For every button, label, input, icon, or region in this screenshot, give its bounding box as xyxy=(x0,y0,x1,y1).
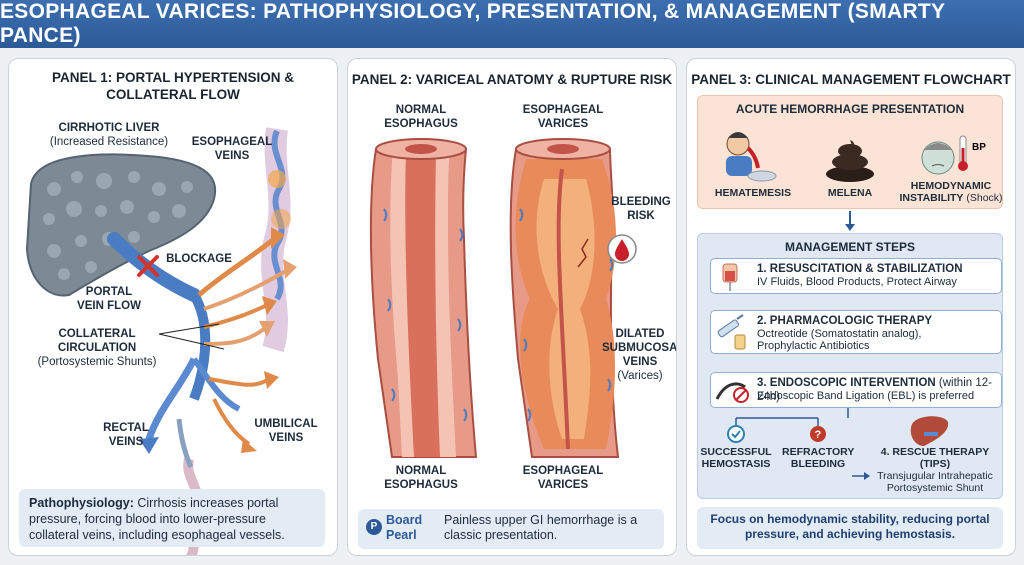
label-blockage: BLOCKAGE xyxy=(166,253,232,265)
normal-esophagus-tube xyxy=(369,138,478,458)
question-icon: ? xyxy=(810,426,826,442)
management-footer-note: Focus on hemodynamic stability, reducing… xyxy=(697,507,1003,549)
acute-hemorrhage-box: ACUTE HEMORRHAGE PRESENTATION xyxy=(697,95,1003,209)
outcome-branches: ? xyxy=(727,408,949,480)
step-pharmacologic: 2. PHARMACOLOGIC THERAPY Octreotide (Som… xyxy=(710,310,1002,354)
acute-hemorrhage-title: ACUTE HEMORRHAGE PRESENTATION xyxy=(735,102,965,116)
vomiting-person-icon xyxy=(726,132,777,182)
melena-stool-icon xyxy=(826,140,874,182)
presentation-icons: BP xyxy=(726,132,986,182)
check-icon xyxy=(727,425,745,443)
varices-esophagus-tube xyxy=(509,138,620,458)
panel-portal-hypertension: PANEL 1: PORTAL HYPERTENSION & COLLATERA… xyxy=(8,58,338,556)
label-cirrhotic-liver: CIRRHOTIC LIVER(Increased Resistance) xyxy=(49,122,169,148)
label-rescue-therapy: 4. RESCUE THERAPY (TIPS)Transjugular Int… xyxy=(877,446,993,494)
management-steps-box: MANAGEMENT STEPS 1. RESUSCITATION & STAB… xyxy=(697,233,1003,499)
panel-management-flowchart: PANEL 3: CLINICAL MANAGEMENT FLOWCHART A… xyxy=(686,58,1016,556)
portal-circulation-illustration xyxy=(25,127,297,555)
bp-label: BP xyxy=(972,142,986,153)
board-pearl-icon: P xyxy=(366,519,382,535)
panel-variceal-anatomy: PANEL 2: VARICEAL ANATOMY & RUPTURE RISK xyxy=(347,58,677,556)
board-pearl-text: Painless upper GI hemorrhage is a classi… xyxy=(444,513,638,542)
title-banner: ESOPHAGEAL VARICES: PATHOPHYSIOLOGY, PRE… xyxy=(0,0,1024,48)
svg-text:?: ? xyxy=(815,429,822,441)
esophagus-comparison-illustration xyxy=(369,138,637,458)
panel2-title: PANEL 2: VARICEAL ANATOMY & RUPTURE RISK xyxy=(351,72,673,87)
step-resuscitation: 1. RESUSCITATION & STABILIZATION IV Flui… xyxy=(710,258,1002,294)
label-hematemesis: HEMATEMESIS xyxy=(714,187,792,199)
management-title: MANAGEMENT STEPS xyxy=(784,240,915,254)
label-melena: MELENA xyxy=(827,187,873,199)
blockage-x-icon xyxy=(137,255,159,277)
page-title: ESOPHAGEAL VARICES: PATHOPHYSIOLOGY, PRE… xyxy=(0,0,945,47)
pathophysiology-note: Pathophysiology: Cirrhosis increases por… xyxy=(19,489,325,547)
collateral-to-esophagus xyxy=(197,237,276,297)
step-endoscopic: 3. ENDOSCOPIC INTERVENTION (within 12-24… xyxy=(710,372,1002,408)
blood-drop-icon xyxy=(607,234,637,264)
thermometer-icon xyxy=(958,135,968,171)
panel3-title: PANEL 3: CLINICAL MANAGEMENT FLOWCHART xyxy=(691,72,1011,87)
iv-bag-icon xyxy=(722,263,738,291)
shock-patient-icon xyxy=(921,141,955,175)
liver-icon xyxy=(910,416,949,446)
syringe-icon xyxy=(717,314,746,350)
cirrhotic-liver xyxy=(25,153,217,297)
panel1-title: PANEL 1: PORTAL HYPERTENSION & COLLATERA… xyxy=(51,70,295,102)
endoscope-icon xyxy=(715,382,749,403)
